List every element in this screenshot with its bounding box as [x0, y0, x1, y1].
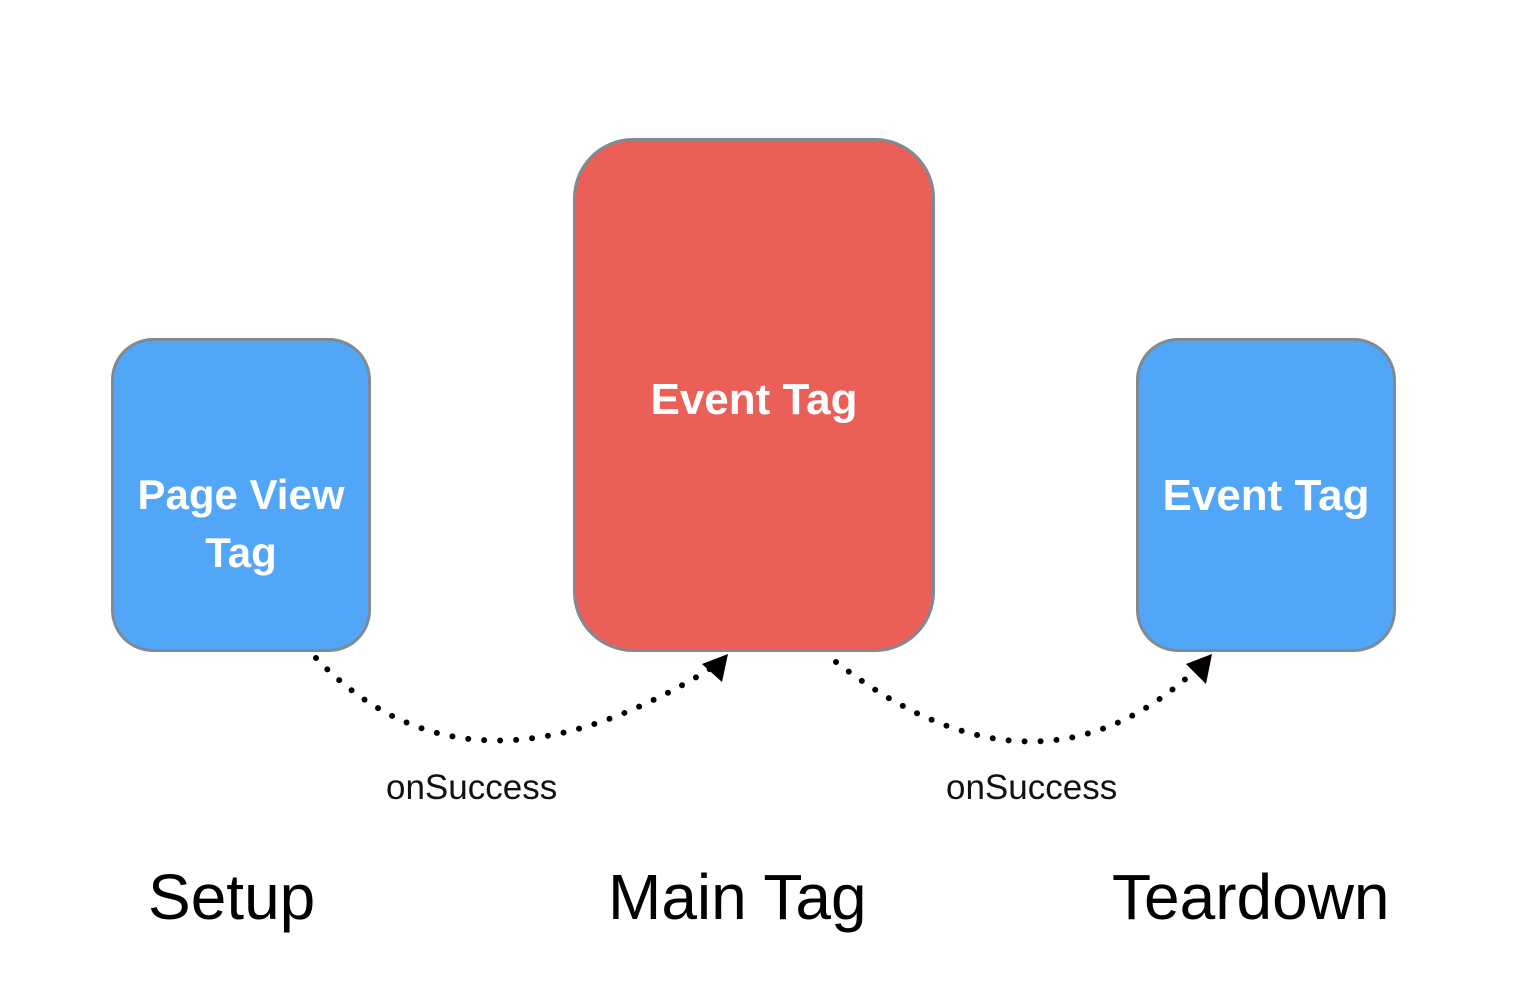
arrowhead-main-to-teardown — [1186, 654, 1212, 684]
edge-label-main-to-teardown: onSuccess — [946, 768, 1118, 807]
edge-setup-to-main — [313, 655, 721, 744]
main-node-label: Event Tag — [650, 375, 858, 424]
main-node-event-tag: Event Tag — [573, 138, 935, 652]
stage-label-setup: Setup — [148, 861, 316, 933]
setup-node-page-view-tag: Page View Tag — [111, 338, 371, 652]
arrowhead-setup-to-main — [702, 654, 728, 682]
edge-main-to-teardown — [833, 659, 1205, 745]
edge-label-setup-to-main: onSuccess — [386, 768, 558, 807]
stage-label-teardown: Teardown — [1112, 861, 1390, 933]
teardown-node-event-tag: Event Tag — [1136, 338, 1396, 652]
teardown-node-label: Event Tag — [1162, 471, 1370, 520]
setup-node-label: Page View Tag — [137, 471, 345, 576]
stage-label-main-tag: Main Tag — [608, 861, 867, 933]
